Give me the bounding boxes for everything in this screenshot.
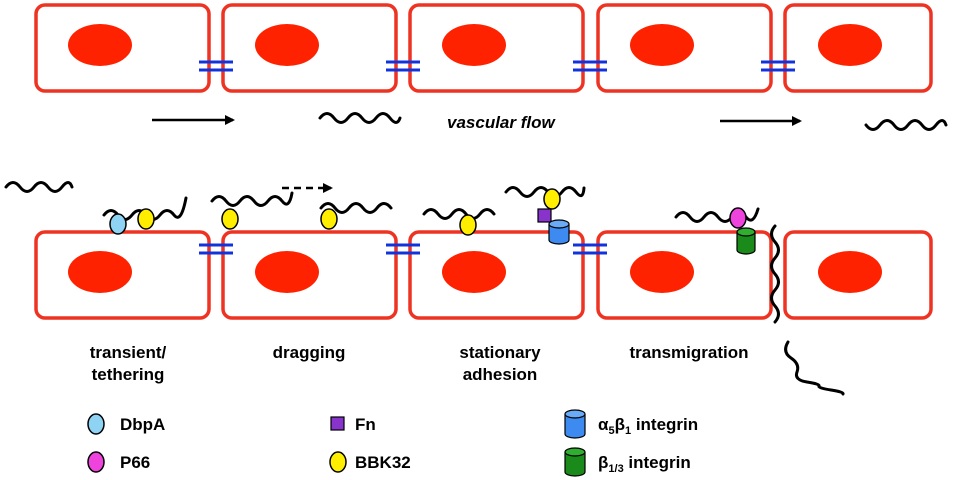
stage-stationary [422,186,586,245]
stage-label: transient/ [90,343,167,362]
bbk32-adhesin [221,208,239,230]
fn-legend-icon [330,416,345,431]
cell-nucleus [630,24,694,66]
spirochete [318,112,402,124]
legend-p66: P66 [120,453,150,472]
cell-nucleus [255,24,319,66]
bottom-cell-row [34,230,933,320]
legend-b13-integrin: β1/3 integrin [598,453,691,475]
p66-legend-icon [87,451,105,473]
stage-label: adhesion [463,365,538,384]
stage-label: dragging [273,343,346,362]
legend: DbpA P66 Fn BBK32 α5β1 integrin β1/3 int… [87,409,698,477]
bbk32-legend-icon [329,451,347,473]
bbk32-adhesin [137,208,155,230]
legend-fn: Fn [355,415,376,434]
cell-junction [199,243,233,255]
cell-nucleus [630,251,694,293]
flow-label: vascular flow [447,113,556,132]
cell-junction [386,60,420,72]
stage-tethering [4,181,188,235]
cell-junction [573,60,607,72]
transmigrating-spirochete [770,224,780,324]
cell-nucleus [68,24,132,66]
legend-dbpa: DbpA [120,415,165,434]
a5b1-integrin-legend-icon [564,409,586,439]
stage-label: transmigration [629,343,748,362]
cell-nucleus [442,251,506,293]
stage-label: stationary [459,343,541,362]
spirochete [864,119,948,131]
cell-nucleus [818,251,882,293]
cell-junction [199,60,233,72]
dbpa-adhesin [109,213,127,235]
cell-nucleus [68,251,132,293]
cell-nucleus [255,251,319,293]
bbk32-adhesin [320,208,338,230]
spirochete [4,181,74,193]
spirochete [784,340,845,396]
cell-junction [386,243,420,255]
legend-bbk32: BBK32 [355,453,411,472]
cell-junction [761,60,795,72]
spirochete [319,202,393,214]
top-cell-row [34,3,933,93]
cell-nucleus [818,24,882,66]
b13-integrin-legend-icon [564,447,586,477]
top-junctions [199,60,795,72]
cell-junction [573,243,607,255]
legend-a5b1-integrin: α5β1 integrin [598,415,698,437]
spirochete [422,208,496,220]
stage-label: tethering [92,365,165,384]
b13-integrin [736,227,756,255]
bottom-junctions [199,243,607,255]
dbpa-legend-icon [87,413,105,435]
stage-labels: transient/ tethering dragging stationary… [90,343,749,384]
p66-adhesin [729,207,747,229]
bbk32-adhesin [459,214,477,236]
a5b1-integrin [548,219,570,245]
vascular-flow: vascular flow [152,112,948,132]
spirochete [210,191,294,207]
bbk32-adhesin [543,188,561,210]
stage-dragging [210,183,393,230]
stage-transmigration [674,207,845,396]
fn-molecule [537,208,552,223]
cell-nucleus [442,24,506,66]
